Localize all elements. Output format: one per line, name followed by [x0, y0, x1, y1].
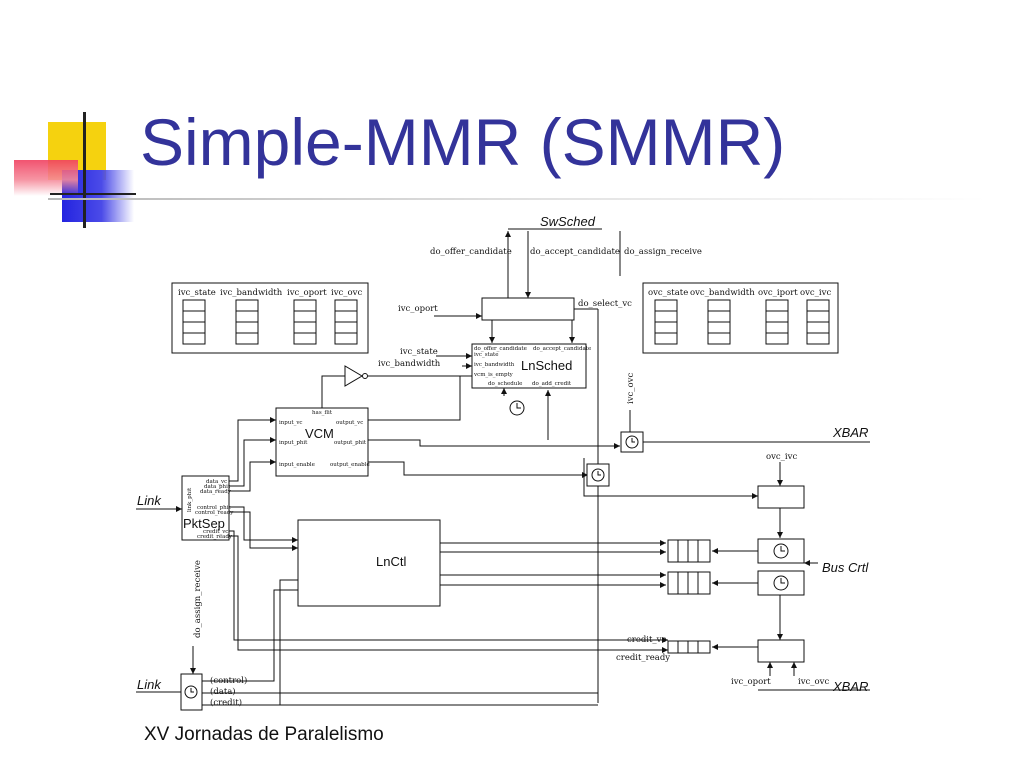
clock-hands: [780, 578, 785, 584]
inverter-gate-icon: [344, 365, 363, 387]
link-bottom-label: Link: [137, 677, 162, 692]
data-label: (data): [210, 686, 236, 697]
lnctl-block: [297, 519, 441, 607]
clock-hands: [780, 546, 785, 552]
ivc-ovc-vertical-label: ivc_ovc: [626, 373, 636, 404]
do-offer-candidate-label: do_offer_candidate: [430, 247, 512, 257]
vcm-port: input_phit: [279, 440, 308, 446]
lnsched-port: do_accept_candidate: [533, 346, 591, 352]
lnsched-port: ivc_state: [474, 352, 498, 358]
ovc-ivc-block: [757, 485, 805, 509]
pktsep-block: [181, 475, 230, 541]
clock-hands: [597, 471, 601, 476]
wire-data-phit: [229, 437, 276, 487]
pktsep-port: link_phit: [187, 487, 193, 512]
fifo-queue-credit: [667, 640, 711, 654]
ovc-ivc-label: ovc_ivc: [766, 452, 797, 462]
slide-title: Simple-MMR (SMMR): [140, 105, 786, 179]
pktsep-port: control_phit: [197, 505, 231, 511]
ovc-col-label: ovc_state: [648, 288, 688, 298]
lnsched-block: [471, 343, 587, 389]
control-label: (control): [210, 675, 247, 686]
vcm-port: input_enable: [279, 462, 315, 468]
ivc-col-label: ivc_ovc: [331, 288, 362, 298]
wire-control-phit: [229, 506, 298, 543]
pktsep-port: credit_ready: [197, 534, 233, 540]
vcm-block: [275, 407, 369, 477]
vcm-port: has_flit: [312, 410, 333, 416]
bus-register-2: [757, 570, 805, 596]
slide-footer: XV Jornadas de Paralelismo: [144, 724, 384, 745]
pktsep-port: control_ready: [195, 510, 234, 516]
ovc-col-label: ovc_iport: [758, 288, 798, 298]
do-accept-candidate-label: do_accept_candidate: [530, 247, 620, 257]
pktsep-port: data_ready: [200, 489, 232, 495]
lnctl-label: LnCtl: [376, 554, 406, 569]
swsched-label: SwSched: [540, 214, 596, 229]
lnsched-port: do_offer_candidate: [474, 346, 527, 352]
ovc-col-label: ovc_bandwidth: [690, 288, 755, 298]
deco-red-square: [14, 160, 78, 196]
wire-vcm-output-phit: [368, 439, 620, 449]
fifo-queue-1: [667, 539, 711, 563]
ivc-ovc-bottom-label: ivc_ovc: [798, 677, 829, 687]
ivc-col-label: ivc_bandwidth: [220, 288, 283, 298]
title-divider: [48, 198, 988, 200]
wire-inverter-to-vcm: [321, 375, 345, 408]
do-assign-receive-vertical-label: do_assign_receive: [193, 560, 203, 638]
ivc-state-label: ivc_state: [400, 347, 438, 357]
credit-label: (credit): [210, 697, 242, 708]
lnsched-port: vcm_is_empty: [473, 372, 514, 378]
pktsep-port: data_phit: [204, 484, 231, 490]
ovc-col-label: ovc_ivc: [800, 288, 831, 298]
vcm-port: output_phit: [334, 440, 367, 446]
do-assign-receive-label: do_assign_receive: [624, 247, 702, 257]
ivc-col-label: ivc_state: [178, 288, 216, 298]
xbar-top-label: XBAR: [832, 425, 868, 440]
lnsched-clock-hands: [516, 403, 521, 409]
wire-credit-vc: [229, 530, 668, 643]
inverter-bubble: [362, 373, 368, 379]
wire-data-ready: [229, 459, 276, 492]
do-select-vc-label: do_select_vc: [578, 299, 632, 309]
vcm-port: output_vc: [336, 420, 363, 426]
wire-lnctl-control: [202, 589, 298, 682]
ivc-oport-bottom-label: ivc_oport: [731, 677, 771, 687]
fifo-queue-2: [667, 571, 711, 595]
bus-crtl-label: Bus Crtl: [822, 560, 869, 575]
deco-vertical-line: [83, 112, 86, 228]
ovc-col-cells: [654, 299, 830, 345]
link-top-label: Link: [137, 493, 162, 508]
wire-control-ready: [229, 511, 298, 551]
wire-vcm-output-vc: [368, 376, 461, 421]
ivc-col-label: ivc_oport: [287, 288, 327, 298]
credit-ready-label: credit_ready: [616, 653, 670, 663]
pktsep-port: data_vc: [206, 479, 227, 485]
lnsched-label: LnSched: [521, 358, 572, 373]
credit-block: [757, 639, 805, 663]
lnsched-port: do_add_credit: [532, 381, 572, 387]
select-vc-box: [481, 297, 575, 321]
clock-hands: [631, 438, 635, 443]
ivc-oport-top-label: ivc_oport: [398, 304, 438, 314]
vcm-port: input_vc: [279, 420, 303, 426]
lnsched-port: ivc_bandwidth: [474, 362, 515, 368]
wire-vcm-output-enable: [368, 461, 588, 478]
wire-credit-ready: [229, 535, 668, 653]
pktsep-label: PktSep: [183, 516, 225, 531]
ivc-col-cells: [182, 299, 358, 345]
wire-to-ovc-block: [583, 458, 758, 499]
lnsched-port: do_schedule: [488, 381, 522, 387]
clock-hands: [190, 688, 194, 693]
pktsep-port: credit_vc: [203, 529, 228, 535]
deco-horizontal-line: [50, 193, 136, 195]
ivc-bandwidth-label: ivc_bandwidth: [378, 359, 441, 369]
vcm-port: output_enable: [330, 462, 370, 468]
credit-vc-label: credit_vc: [627, 635, 666, 645]
xbar-bottom-label: XBAR: [832, 679, 868, 694]
vcm-label: VCM: [305, 426, 334, 441]
wire-data-vc: [229, 417, 276, 482]
